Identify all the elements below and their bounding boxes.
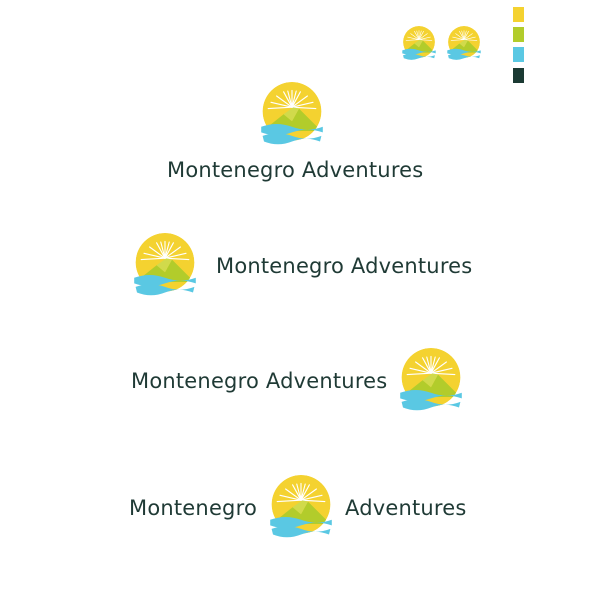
sun-mountain-waves-icon [400,26,438,64]
sun-mountain-waves-icon [266,475,336,545]
logo-left-mark [130,233,200,303]
sun-mountain-waves-icon [257,82,327,152]
logo-center-mark [266,475,336,545]
brand-word-2: Adventures [345,496,467,520]
brand-name-left-layout: Montenegro Adventures [216,254,473,278]
logo-right-mark [396,348,466,418]
swatch-yellow [513,7,524,22]
logo-mark-small-1 [400,26,438,64]
brand-name-stacked: Montenegro Adventures [167,158,424,182]
logo-stacked-mark [257,82,327,152]
swatch-blue [513,47,524,62]
brand-word-1: Montenegro [129,496,258,520]
sun-mountain-waves-icon [396,348,466,418]
sun-mountain-waves-icon [130,233,200,303]
swatch-dark [513,68,524,83]
logo-mark-small-2 [445,26,483,64]
sun-mountain-waves-icon [445,26,483,64]
swatch-green [513,27,524,42]
brand-name-right-layout: Montenegro Adventures [131,369,388,393]
